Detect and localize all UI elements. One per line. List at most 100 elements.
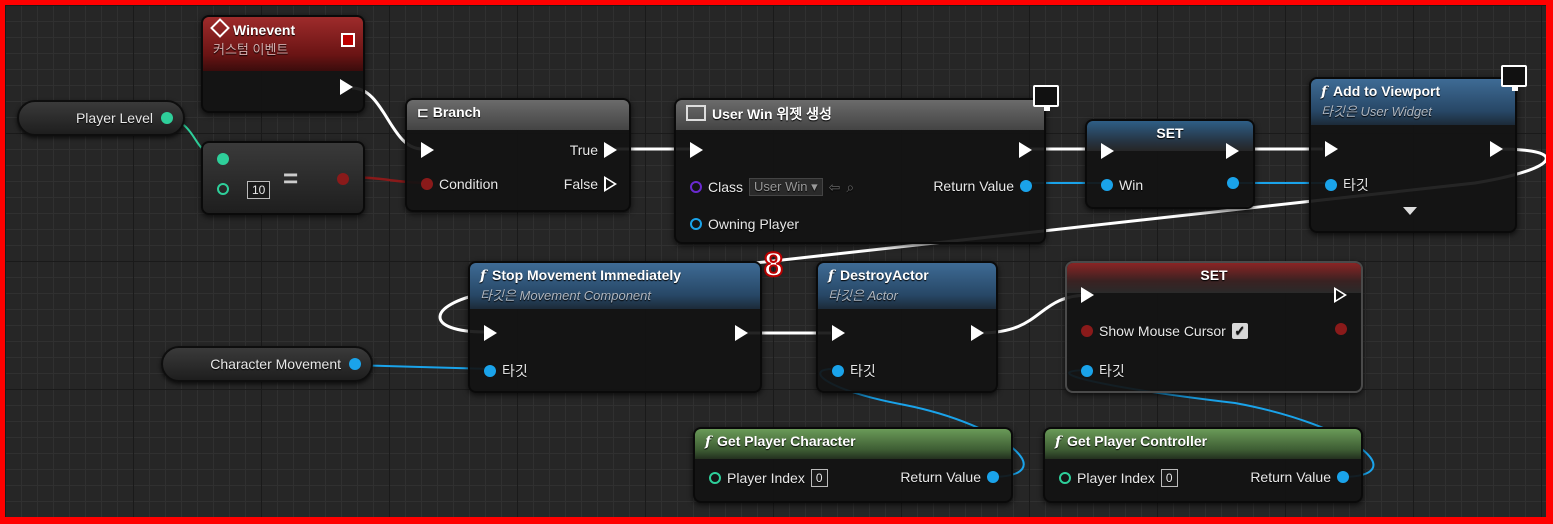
compare-bool-out-pin[interactable]: [337, 173, 349, 185]
bool-in-pin[interactable]: [1081, 325, 1093, 337]
expand-arrow-icon[interactable]: [1403, 207, 1417, 215]
search-icon[interactable]: ⌕: [846, 178, 855, 195]
target-pin[interactable]: [1081, 365, 1093, 377]
branch-false-out[interactable]: False: [564, 176, 617, 192]
exec-false-pin[interactable]: [604, 176, 617, 192]
exec-in-pin[interactable]: [1101, 143, 1114, 159]
compare-input-a-pin[interactable]: [217, 153, 229, 165]
character-movement-getter[interactable]: Character Movement: [161, 346, 373, 382]
exec-out-pin[interactable]: [971, 325, 984, 341]
object-in-pin[interactable]: [1101, 179, 1113, 191]
object-out-pin[interactable]: [1020, 180, 1032, 192]
exec-in-pin[interactable]: [690, 142, 703, 158]
set-cursor-bool-out[interactable]: [1335, 323, 1347, 335]
winevent-node[interactable]: Winevent 커스텀 이벤트: [201, 15, 365, 113]
winevent-exec-out[interactable]: [340, 79, 353, 95]
target-pin[interactable]: [1325, 179, 1337, 191]
branch-node[interactable]: ⊏Branch True Condition False: [405, 98, 631, 212]
int-in-pin[interactable]: [709, 472, 721, 484]
compare-input-b-pin[interactable]: [217, 183, 229, 195]
stop-movement-target[interactable]: 타깃: [484, 361, 528, 381]
set-win-exec-in[interactable]: [1101, 143, 1114, 159]
exec-in-pin[interactable]: [832, 325, 845, 341]
function-icon: f: [1321, 84, 1328, 100]
return-value-row[interactable]: Return Value: [1250, 469, 1349, 485]
add-to-viewport-target[interactable]: 타깃: [1325, 175, 1369, 195]
bool-out-pin[interactable]: [1335, 323, 1347, 335]
owning-player-pin[interactable]: [690, 218, 702, 230]
destroy-actor-exec-in[interactable]: [832, 325, 845, 341]
class-pin[interactable]: [690, 181, 702, 193]
class-dropdown[interactable]: User Win ▾: [749, 178, 823, 196]
return-value-row[interactable]: Return Value: [933, 178, 1032, 194]
set-win-node[interactable]: SET Win: [1085, 119, 1255, 209]
stop-movement-exec-in[interactable]: [484, 325, 497, 341]
set-show-mouse-cursor-node[interactable]: SET Show Mouse Cursor ✓ 타깃: [1065, 261, 1363, 393]
event-close-icon[interactable]: [341, 33, 355, 47]
exec-out-pin[interactable]: [735, 325, 748, 341]
blueprint-graph[interactable]: Winevent 커스텀 이벤트 Player Level 10 = ⊏Bran…: [5, 5, 1546, 517]
exec-out-pin[interactable]: [340, 79, 353, 95]
exec-in-pin[interactable]: [421, 142, 434, 158]
player-level-label: Player Level: [75, 110, 153, 126]
player-level-getter[interactable]: Player Level: [17, 100, 185, 136]
destroy-actor-exec-out[interactable]: [971, 325, 984, 341]
compare-node[interactable]: 10 =: [201, 141, 365, 215]
branch-condition-in[interactable]: Condition: [421, 176, 498, 192]
object-out-pin[interactable]: [1337, 471, 1349, 483]
return-value-row[interactable]: Return Value: [900, 469, 999, 485]
winevent-header: Winevent 커스텀 이벤트: [203, 17, 363, 71]
set-cursor-target[interactable]: 타깃: [1081, 361, 1125, 381]
player-index-input[interactable]: 0: [810, 469, 828, 487]
exec-true-pin[interactable]: [604, 142, 617, 158]
set-win-exec-out[interactable]: [1226, 143, 1239, 159]
destroy-actor-target[interactable]: 타깃: [832, 361, 876, 381]
set-cursor-exec-in[interactable]: [1081, 287, 1094, 303]
exec-out-pin[interactable]: [1334, 287, 1347, 303]
int-in-pin[interactable]: [1059, 472, 1071, 484]
object-out-pin[interactable]: [1227, 177, 1239, 189]
object-out-pin[interactable]: [987, 471, 999, 483]
branch-true-out[interactable]: True: [570, 142, 617, 158]
int-pin[interactable]: [161, 112, 173, 124]
set-cursor-exec-out[interactable]: [1334, 287, 1347, 303]
exec-in-pin[interactable]: [1081, 287, 1094, 303]
stop-movement-subtitle: 타깃은 Movement Component: [480, 288, 652, 303]
exec-in-pin[interactable]: [484, 325, 497, 341]
player-index-row[interactable]: Player Index 0: [709, 469, 828, 487]
exec-out-pin[interactable]: [1490, 141, 1503, 157]
set-win-var-out[interactable]: [1227, 177, 1239, 189]
create-widget-node[interactable]: User Win 위젯 생성 Class User Win ▾ ⇦ ⌕ Retu…: [674, 98, 1046, 244]
exec-in-pin[interactable]: [1325, 141, 1338, 157]
branch-title: Branch: [432, 104, 481, 120]
stop-movement-exec-out[interactable]: [735, 325, 748, 341]
target-pin[interactable]: [484, 365, 496, 377]
exec-out-pin[interactable]: [1019, 142, 1032, 158]
target-pin[interactable]: [832, 365, 844, 377]
branch-icon: ⊏: [417, 104, 429, 120]
create-widget-exec-out[interactable]: [1019, 142, 1032, 158]
player-index-row[interactable]: Player Index 0: [1059, 469, 1178, 487]
show-mouse-cursor-checkbox[interactable]: ✓: [1231, 323, 1248, 339]
add-to-viewport-exec-out[interactable]: [1490, 141, 1503, 157]
get-player-controller-title: Get Player Controller: [1067, 433, 1208, 449]
object-out-pin[interactable]: [349, 358, 361, 370]
compare-value-box[interactable]: 10: [247, 181, 271, 199]
bool-in-pin[interactable]: [421, 178, 433, 190]
class-pin-row[interactable]: Class User Win ▾ ⇦ ⌕: [690, 178, 854, 196]
owning-player-row[interactable]: Owning Player: [690, 216, 799, 232]
create-widget-exec-in[interactable]: [690, 142, 703, 158]
exec-out-pin[interactable]: [1226, 143, 1239, 159]
set-win-var-in[interactable]: Win: [1101, 177, 1143, 193]
show-mouse-cursor-row[interactable]: Show Mouse Cursor ✓: [1081, 323, 1248, 339]
player-index-input[interactable]: 0: [1160, 469, 1178, 487]
add-to-viewport-exec-in[interactable]: [1325, 141, 1338, 157]
browse-arrow-icon[interactable]: ⇦: [828, 178, 841, 195]
set-cursor-title: SET: [1200, 267, 1228, 283]
branch-exec-in[interactable]: [421, 142, 434, 158]
